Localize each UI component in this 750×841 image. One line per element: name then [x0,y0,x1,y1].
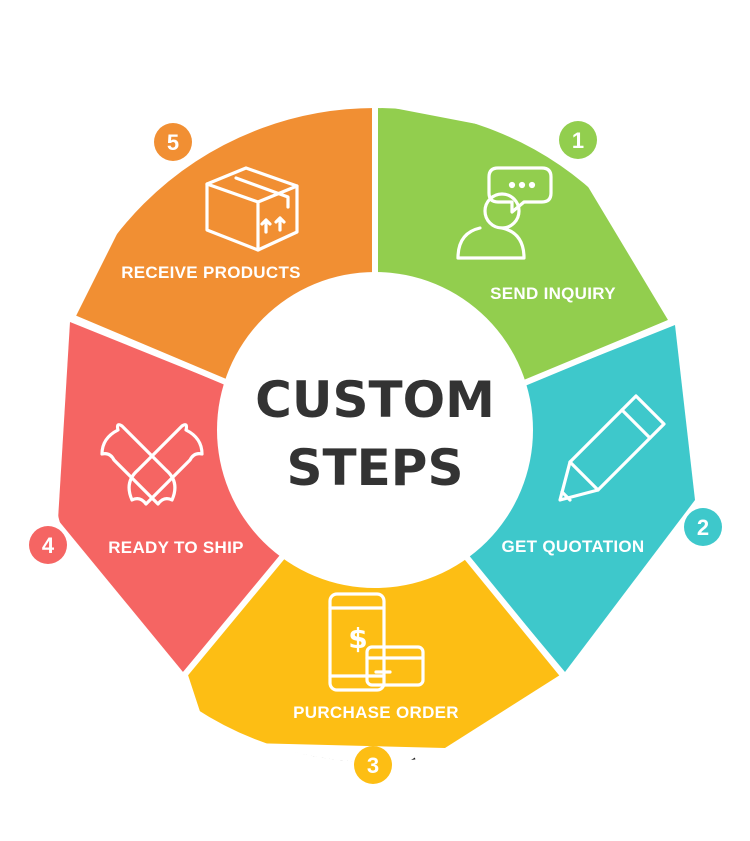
svg-text:1: 1 [572,128,584,153]
step-badge-5: 5 [154,123,192,161]
step-label-purchase-order: PURCHASE ORDER [293,703,459,722]
person-chat-icon [456,166,553,260]
segment-get-quotation [375,325,695,672]
step-badge-4: 4 [29,526,67,564]
pencil-icon [558,394,666,502]
svg-text:4: 4 [42,533,55,558]
crossed-wrenches-icon [100,423,204,506]
box-icon [205,166,299,252]
disk-mask-ring [0,12,750,841]
segment-ready-to-ship [58,322,375,672]
dollar-symbol: $ [348,622,367,655]
step-label-send-inquiry: SEND INQUIRY [490,284,616,303]
center-circle [217,272,533,588]
segment-purchase-order [188,445,560,748]
step-label-ready-to-ship: READY TO SHIP [108,538,244,557]
step-badge-3: 3 [354,746,392,784]
phone-payment-icon [328,592,425,692]
svg-text:2: 2 [697,515,709,540]
center-title-line2: STEPS [287,439,464,497]
step-label-get-quotation: GET QUOTATION [501,537,644,556]
center-title-line1: CUSTOM [255,371,495,429]
svg-text:3: 3 [367,753,379,778]
svg-text:5: 5 [167,130,179,155]
step-badge-2: 2 [684,508,722,546]
step-label-receive-products: RECEIVE PRODUCTS [121,263,301,282]
step-badge-1: 1 [559,121,597,159]
